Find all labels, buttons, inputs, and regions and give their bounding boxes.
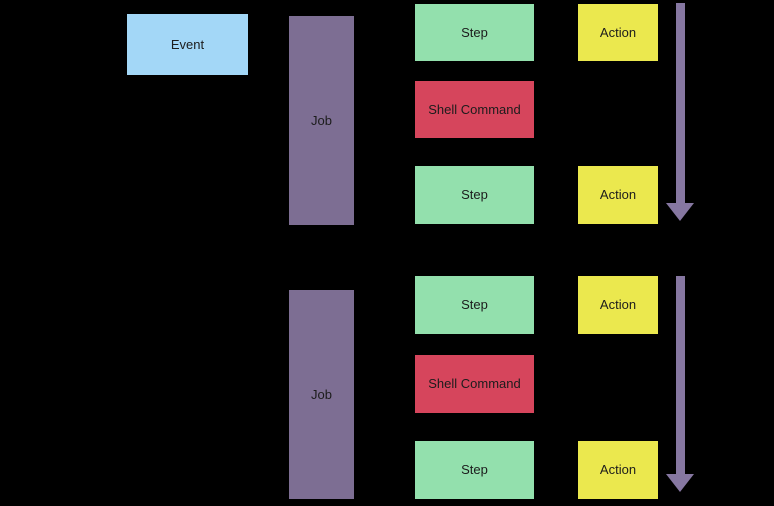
action-node-3: Action bbox=[578, 276, 658, 334]
shell-command-node-2: Shell Command bbox=[415, 355, 534, 413]
flow-arrow-1-shaft bbox=[676, 3, 685, 203]
action-node-2: Action bbox=[578, 166, 658, 224]
step-node-4: Step bbox=[415, 441, 534, 499]
step-node-3: Step bbox=[415, 276, 534, 334]
job-node-2: Job bbox=[289, 290, 354, 499]
event-node: Event bbox=[127, 14, 248, 75]
flow-arrow-2-down-arrowhead-icon bbox=[666, 474, 694, 492]
job-node-1: Job bbox=[289, 16, 354, 225]
flow-arrow-2-shaft bbox=[676, 276, 685, 474]
step-node-1: Step bbox=[415, 4, 534, 61]
step-node-2: Step bbox=[415, 166, 534, 224]
action-node-4: Action bbox=[578, 441, 658, 499]
action-node-1: Action bbox=[578, 4, 658, 61]
shell-command-node-1: Shell Command bbox=[415, 81, 534, 138]
flow-arrow-1-down-arrowhead-icon bbox=[666, 203, 694, 221]
